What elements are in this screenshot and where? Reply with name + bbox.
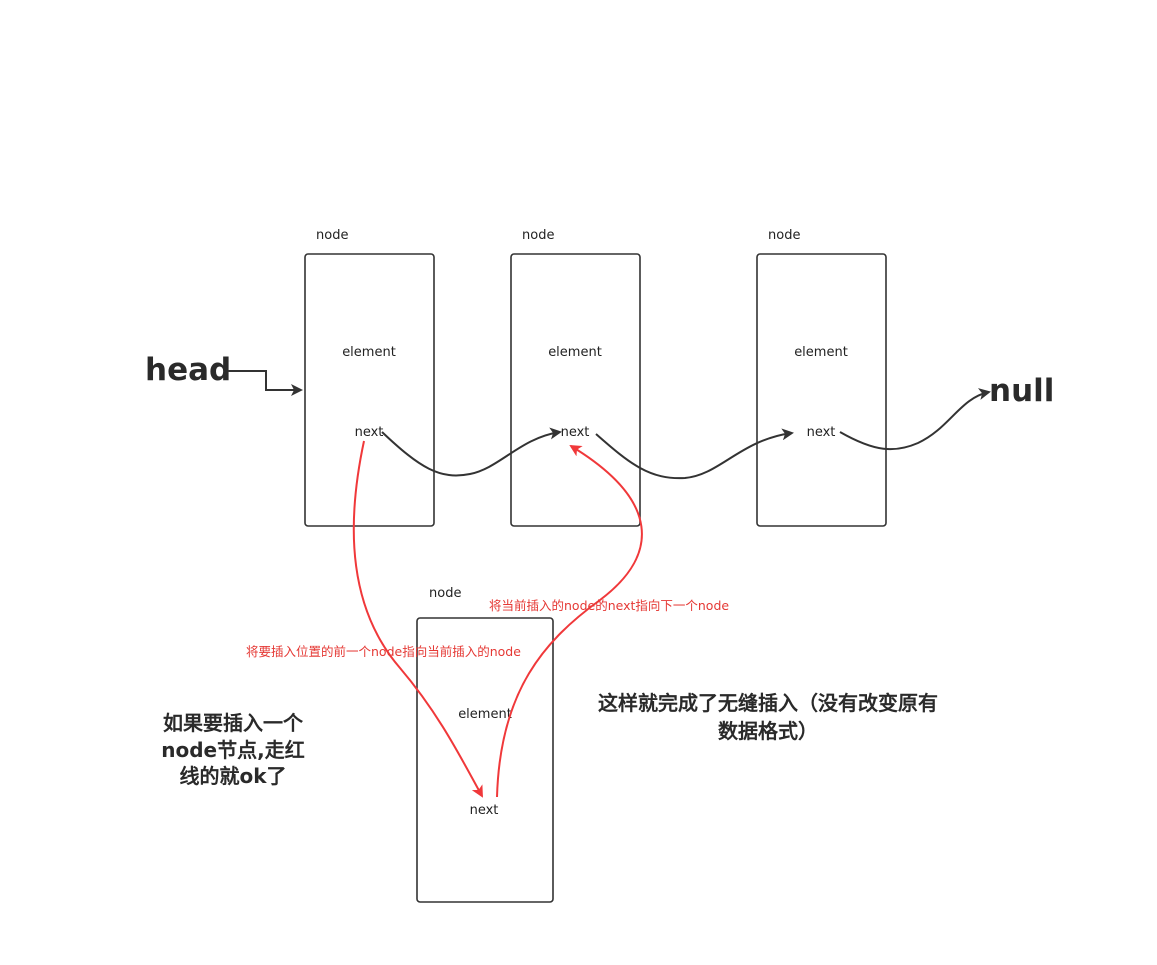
inserted-node: node element next	[416, 586, 554, 903]
inserted-node-box	[416, 617, 554, 903]
node-3-element-label: element	[794, 345, 848, 360]
node-1-next-label: next	[355, 425, 384, 440]
right-note-line-2: 数据格式）	[718, 719, 818, 743]
inserted-node-next-label: next	[470, 803, 499, 818]
node-1-label: node	[316, 228, 348, 243]
red-note-prev-point: 将要插入位置的前一个node指向当前插入的node	[246, 644, 521, 659]
head-to-node-1-arrow	[228, 370, 303, 396]
left-note-line-2: node节点,走红	[161, 738, 304, 762]
left-note-line-3: 线的就ok了	[179, 764, 286, 788]
node-2: node element next	[510, 228, 641, 527]
node-3: node element next	[756, 228, 887, 527]
inserted-node-element-label: element	[458, 707, 512, 722]
node-3-box	[756, 253, 887, 527]
node-3-label: node	[768, 228, 800, 243]
node-2-label: node	[522, 228, 554, 243]
red-note-point-next: 将当前插入的node的next指向下一个node	[489, 598, 729, 613]
node-1: node element next	[304, 228, 435, 527]
node-2-element-label: element	[548, 345, 602, 360]
left-note-line-1: 如果要插入一个	[163, 711, 304, 735]
node-3-to-null-link	[839, 388, 991, 451]
head-label: head	[145, 352, 231, 388]
prev-node-to-inserted-node-arrow	[352, 440, 483, 798]
node-1-box	[304, 253, 435, 527]
node-2-box	[510, 253, 641, 527]
node-1-element-label: element	[342, 345, 396, 360]
inserted-node-to-next-node-arrow	[496, 444, 643, 798]
inserted-node-label: node	[429, 586, 461, 601]
right-note-line-1: 这样就完成了无缝插入（没有改变原有	[598, 691, 938, 715]
node-3-next-label: next	[807, 425, 836, 440]
null-label: null	[989, 373, 1054, 409]
node-2-next-label: next	[561, 425, 590, 440]
node-1-to-node-2-link	[381, 427, 562, 477]
node-2-to-node-3-link	[595, 428, 794, 480]
